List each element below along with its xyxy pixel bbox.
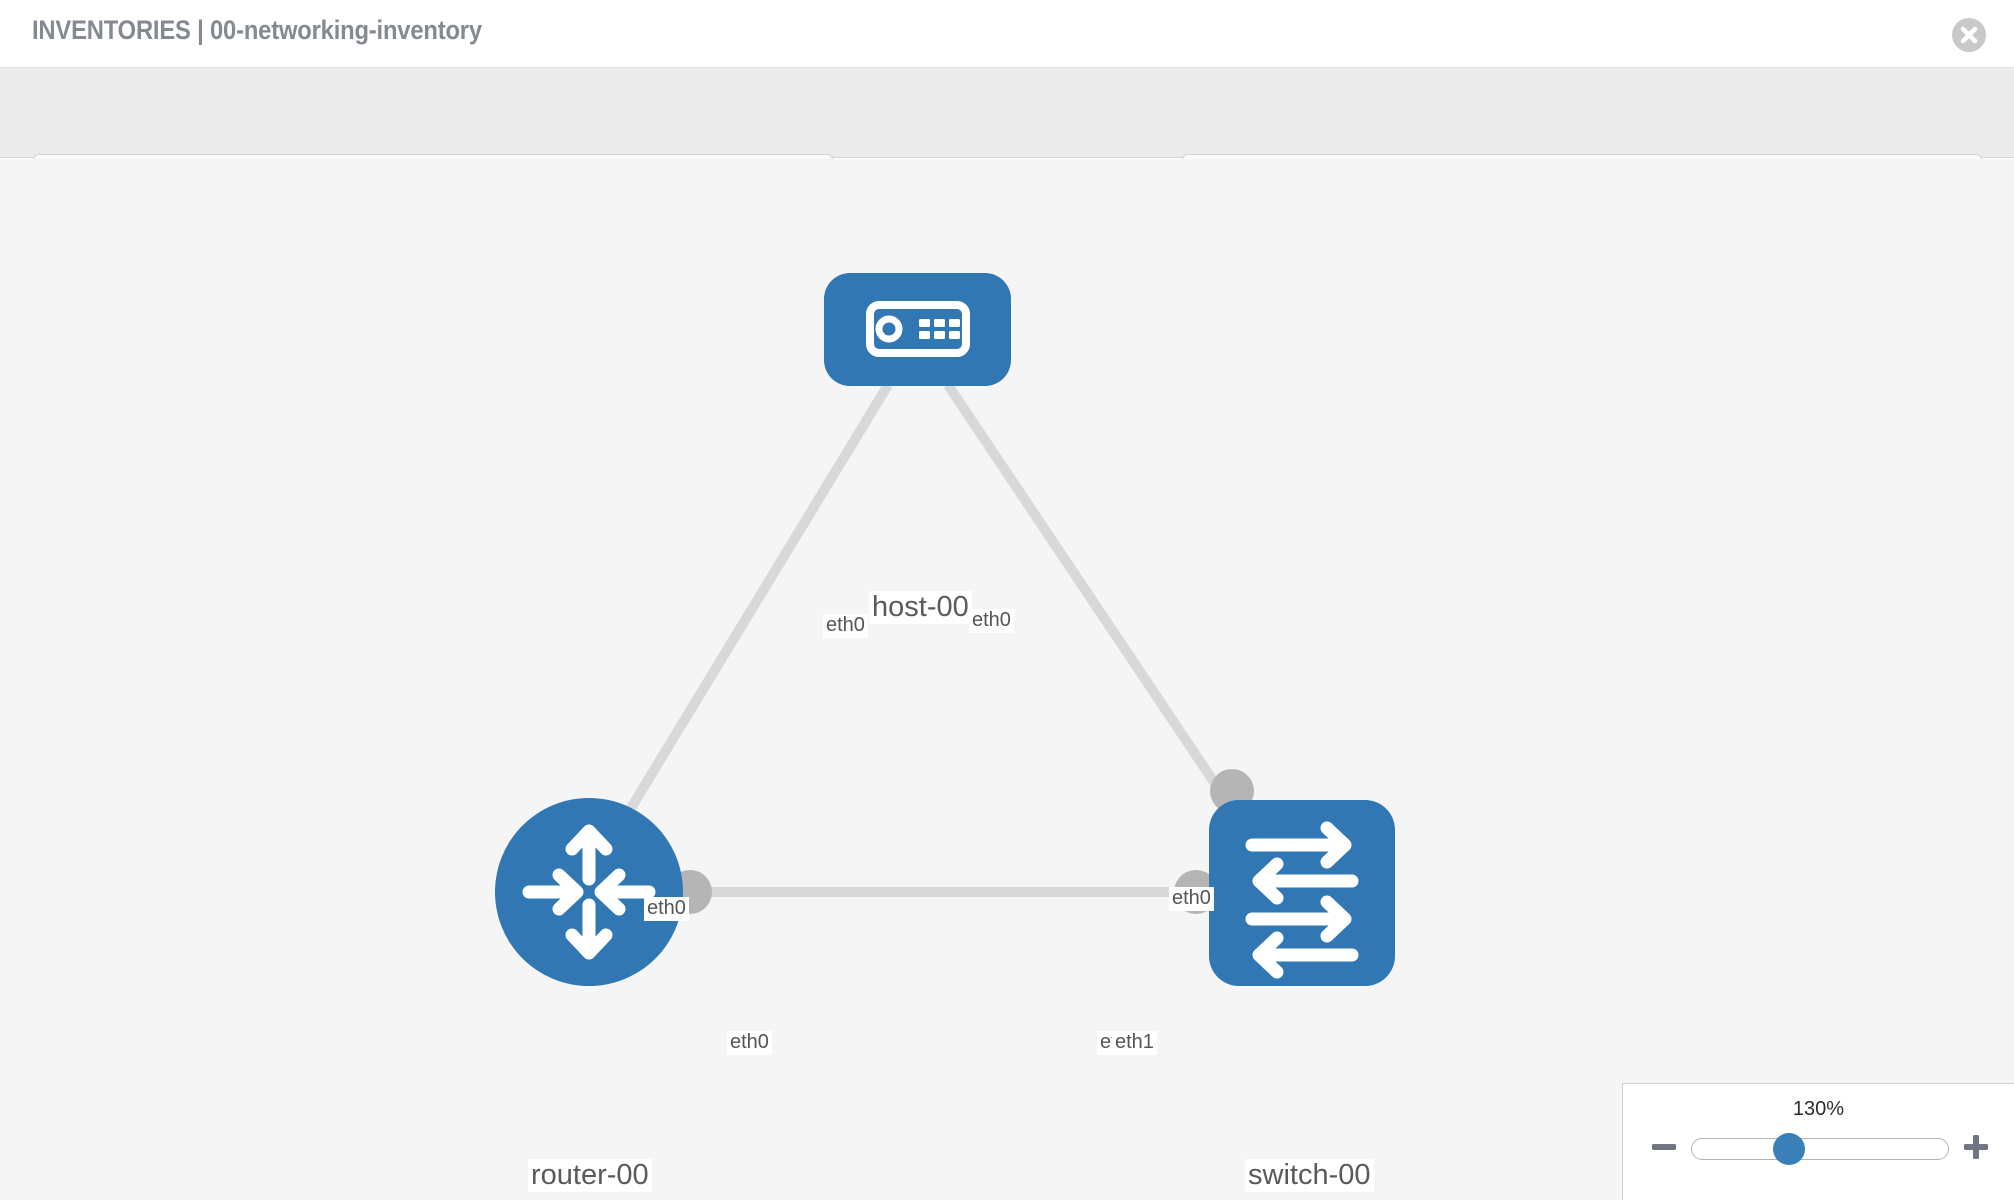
- toolbar: ACTIONS SEARCH: [0, 68, 2014, 207]
- node-router-00: [495, 798, 683, 986]
- link-host-switch: [943, 382, 1237, 812]
- close-icon[interactable]: [1952, 18, 1986, 52]
- iface-label-switch-eth1: eth1: [1112, 1031, 1157, 1055]
- page-title: INVENTORIES | 00-networking-inventory: [32, 15, 482, 45]
- page-header: INVENTORIES | 00-networking-inventory: [0, 0, 2014, 68]
- iface-label-host-eth0-right: eth0: [969, 609, 1014, 633]
- node-label-switch-00[interactable]: switch-00: [1245, 1159, 1374, 1193]
- iface-label-switch-eth0-uplink: eth0: [1169, 887, 1214, 911]
- topology-ports: [668, 337, 1254, 914]
- zoom-slider-track[interactable]: [1691, 1138, 1949, 1160]
- node-host-00: [824, 273, 1011, 386]
- topology-graph: [495, 273, 1395, 986]
- zoom-slider-thumb[interactable]: [1773, 1133, 1805, 1165]
- topology-links: [595, 382, 1237, 897]
- topology-canvas[interactable]: host-00 router-00 switch-00 eth0 eth0 et…: [0, 159, 2014, 1200]
- zoom-control-panel: 130%: [1622, 1083, 2014, 1200]
- zoom-level-value: 130%: [1792, 1098, 1845, 1120]
- iface-label-router-eth0: eth0: [727, 1031, 772, 1055]
- link-host-router: [595, 382, 893, 862]
- node-switch-00: [1209, 800, 1395, 986]
- node-label-host-00[interactable]: host-00: [869, 591, 972, 625]
- zoom-in-button[interactable]: [1961, 1132, 1991, 1162]
- zoom-out-button[interactable]: [1649, 1132, 1679, 1162]
- iface-label-router-eth0-uplink: eth0: [644, 897, 689, 921]
- node-label-router-00[interactable]: router-00: [528, 1159, 652, 1193]
- iface-label-host-eth0-left: eth0: [823, 614, 868, 638]
